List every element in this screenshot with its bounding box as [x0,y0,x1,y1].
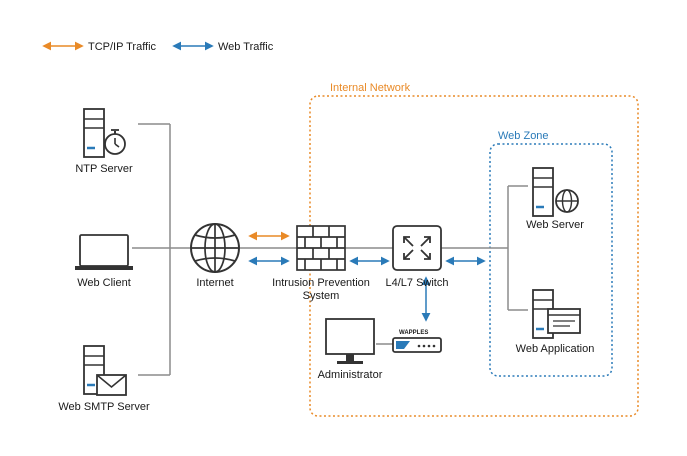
monitor-icon [325,318,375,364]
ips-label-line1: Intrusion Prevention [272,277,370,289]
web-zone-label: Web Zone [498,130,549,142]
stopwatch-icon [104,129,126,155]
tcp-legend-label: TCP/IP Traffic [88,41,157,53]
internet: Internet [190,223,240,289]
switch-label: L4/L7 Switch [386,277,449,289]
administrator-label: Administrator [318,369,383,381]
globe-icon [190,223,240,273]
firewall-icon [296,225,346,271]
intrusion-prevention-system: Intrusion Prevention System [272,225,370,302]
globe-icon [555,189,579,213]
wapples-label: WAPPLES [399,330,428,336]
wapples-appliance: WAPPLES [392,330,442,353]
ntp-server-label: NTP Server [75,163,133,175]
ips-label-line2: System [303,290,340,302]
web-legend-label: Web Traffic [218,41,274,53]
web-server-label: Web Server [526,219,584,231]
web-smtp-server-label: Web SMTP Server [58,401,150,413]
appliance-icon [392,337,442,353]
switch-icon [392,225,442,271]
laptop-icon [75,234,133,270]
l4-l7-switch: L4/L7 Switch [386,225,449,289]
administrator: Administrator [318,318,383,381]
web-client-label: Web Client [77,277,131,289]
envelope-icon [96,374,127,396]
server-icon [83,108,105,158]
app-window-icon [547,308,581,334]
web-server: Web Server [526,167,584,231]
web-zone [489,143,613,377]
web-smtp-server: Web SMTP Server [58,345,150,413]
legend: TCP/IP Traffic Web Traffic [42,41,274,53]
internet-label: Internet [196,277,233,289]
ntp-server: NTP Server [75,108,133,175]
web-application-label: Web Application [516,343,595,355]
internal-network-label: Internal Network [330,82,411,94]
web-application: Web Application [516,289,595,355]
web-client: Web Client [75,234,133,289]
server-icon [532,167,554,217]
connections [132,123,528,376]
